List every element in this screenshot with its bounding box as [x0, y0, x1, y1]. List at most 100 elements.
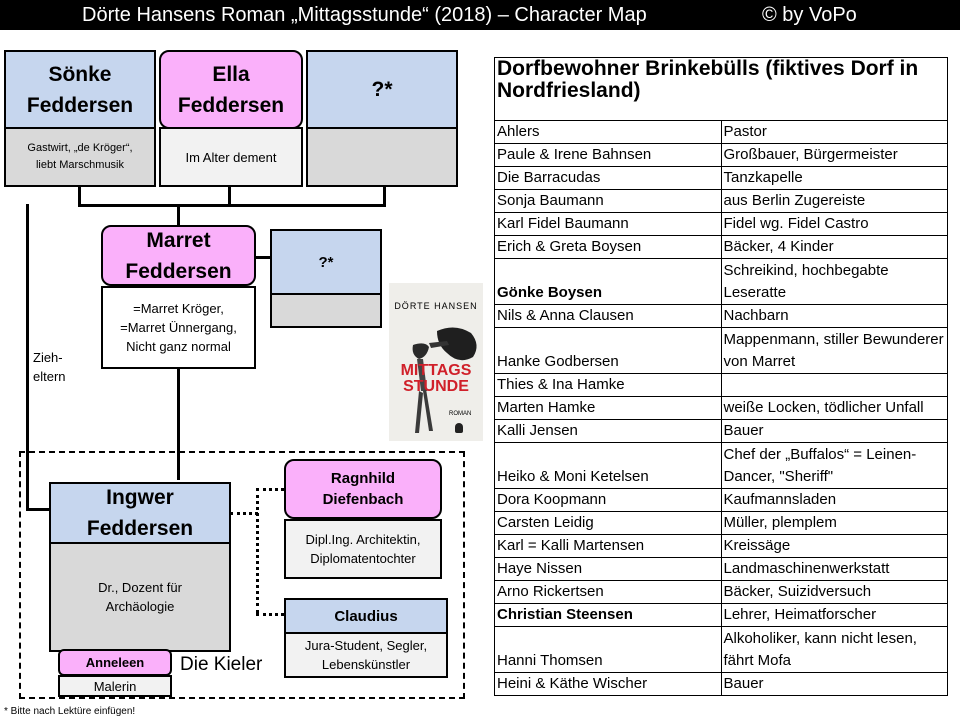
- page-title: Dörte Hansens Roman „Mittagsstunde“ (201…: [82, 4, 647, 26]
- character-unknown-2-name: ?*: [270, 229, 382, 295]
- character-soenke-description: Gastwirt, „de Kröger“, liebt Marschmusik: [4, 127, 156, 187]
- villager-role: Kreissäge: [720, 534, 948, 558]
- credit: © by VoPo: [762, 4, 857, 26]
- character-ragnhild-description: Dipl.Ing. Architektin,Diplomatentochter: [284, 519, 442, 579]
- villager-role: Bäcker, 4 Kinder: [720, 235, 948, 259]
- title-bar: Dörte Hansens Roman „Mittagsstunde“ (201…: [0, 0, 960, 30]
- villager-name: Carsten Leidig: [494, 511, 722, 535]
- connector: [78, 204, 386, 207]
- dotted-connector: [256, 488, 259, 613]
- character-marret-description: =Marret Kröger,=Marret Ünnergang,Nicht g…: [101, 286, 256, 369]
- dotted-connector: [256, 488, 284, 491]
- villager-role: Bäcker, Suizidversuch: [720, 580, 948, 604]
- villager-name: Arno Rickertsen: [494, 580, 722, 604]
- character-unknown-2-description: [270, 293, 382, 328]
- villager-name: Hanke Godbersen: [494, 327, 722, 374]
- footnote: * Bitte nach Lektüre einfügen!: [4, 706, 136, 717]
- villager-name: Ahlers: [494, 120, 722, 144]
- villager-role: Lehrer, Heimatforscher: [720, 603, 948, 627]
- villager-role: Nachbarn: [720, 304, 948, 328]
- villager-name: Christian Steensen: [494, 603, 722, 627]
- villager-role: Mappenmann, stiller Bewunderer von Marre…: [720, 327, 948, 374]
- table-title: Dorfbewohner Brinkebülls (fiktives Dorf …: [494, 57, 948, 121]
- villager-name: Die Barracudas: [494, 166, 722, 190]
- villager-role: weiße Locken, tödlicher Unfall: [720, 396, 948, 420]
- connector: [26, 508, 51, 511]
- character-claudius-description: Jura-Student, Segler,Lebenskünstler: [284, 632, 448, 678]
- villager-name: Dora Koopmann: [494, 488, 722, 512]
- villager-role: [720, 373, 948, 397]
- character-unknown-1-description: [306, 127, 458, 187]
- villager-role: Fidel wg. Fidel Castro: [720, 212, 948, 236]
- villager-name: Heiko & Moni Ketelsen: [494, 442, 722, 489]
- villager-role: Pastor: [720, 120, 948, 144]
- connector: [383, 186, 386, 206]
- villager-role: Kaufmannsladen: [720, 488, 948, 512]
- villager-name: Marten Hamke: [494, 396, 722, 420]
- connector: [255, 256, 272, 259]
- die-kieler-frame: [19, 451, 465, 699]
- connector: [228, 186, 231, 206]
- villager-name: Erich & Greta Boysen: [494, 235, 722, 259]
- villager-name: Hanni Thomsen: [494, 626, 722, 673]
- villager-name: Sonja Baumann: [494, 189, 722, 213]
- dotted-connector: [256, 613, 284, 616]
- connector: [177, 368, 180, 480]
- villager-name: Gönke Boysen: [494, 258, 722, 305]
- villager-role: Großbauer, Bürgermeister: [720, 143, 948, 167]
- villager-role: Bauer: [720, 672, 948, 696]
- character-anneleen-description: Malerin: [58, 675, 172, 697]
- book-genre: ROMAN: [449, 411, 472, 417]
- character-anneleen-name: Anneleen: [58, 649, 172, 676]
- villager-role: Schreikind, hochbegabte Leseratte: [720, 258, 948, 305]
- connector: [26, 204, 29, 510]
- die-kieler-label: Die Kieler: [180, 654, 263, 675]
- book-author: DÖRTE HANSEN: [394, 301, 478, 311]
- table-row: Thies & Ina Hamke: [494, 373, 948, 397]
- connector: [78, 186, 81, 206]
- villager-name: Kalli Jensen: [494, 419, 722, 443]
- dotted-connector: [230, 512, 258, 515]
- villager-name: Karl Fidel Baumann: [494, 212, 722, 236]
- book-publisher-logo: [455, 423, 463, 433]
- villager-role: Tanzkapelle: [720, 166, 948, 190]
- book-illustration: [412, 327, 477, 433]
- character-unknown-1-name: ?*: [306, 50, 458, 129]
- villager-name: Thies & Ina Hamke: [494, 373, 722, 397]
- villager-role: Chef der „Buffalos“ = Leinen-Dancer, "Sh…: [720, 442, 948, 489]
- villager-name: Karl = Kalli Martensen: [494, 534, 722, 558]
- villager-role: Bauer: [720, 419, 948, 443]
- zieheltern-label: Zieh-eltern: [33, 350, 66, 384]
- villager-role: aus Berlin Zugereiste: [720, 189, 948, 213]
- villager-role: Müller, plemplem: [720, 511, 948, 535]
- villager-name: Nils & Anna Clausen: [494, 304, 722, 328]
- villager-name: Paule & Irene Bahnsen: [494, 143, 722, 167]
- villager-role: Landmaschinenwerkstatt: [720, 557, 948, 581]
- village-table: Dorfbewohner Brinkebülls (fiktives Dorf …: [494, 57, 948, 696]
- connector: [177, 204, 180, 226]
